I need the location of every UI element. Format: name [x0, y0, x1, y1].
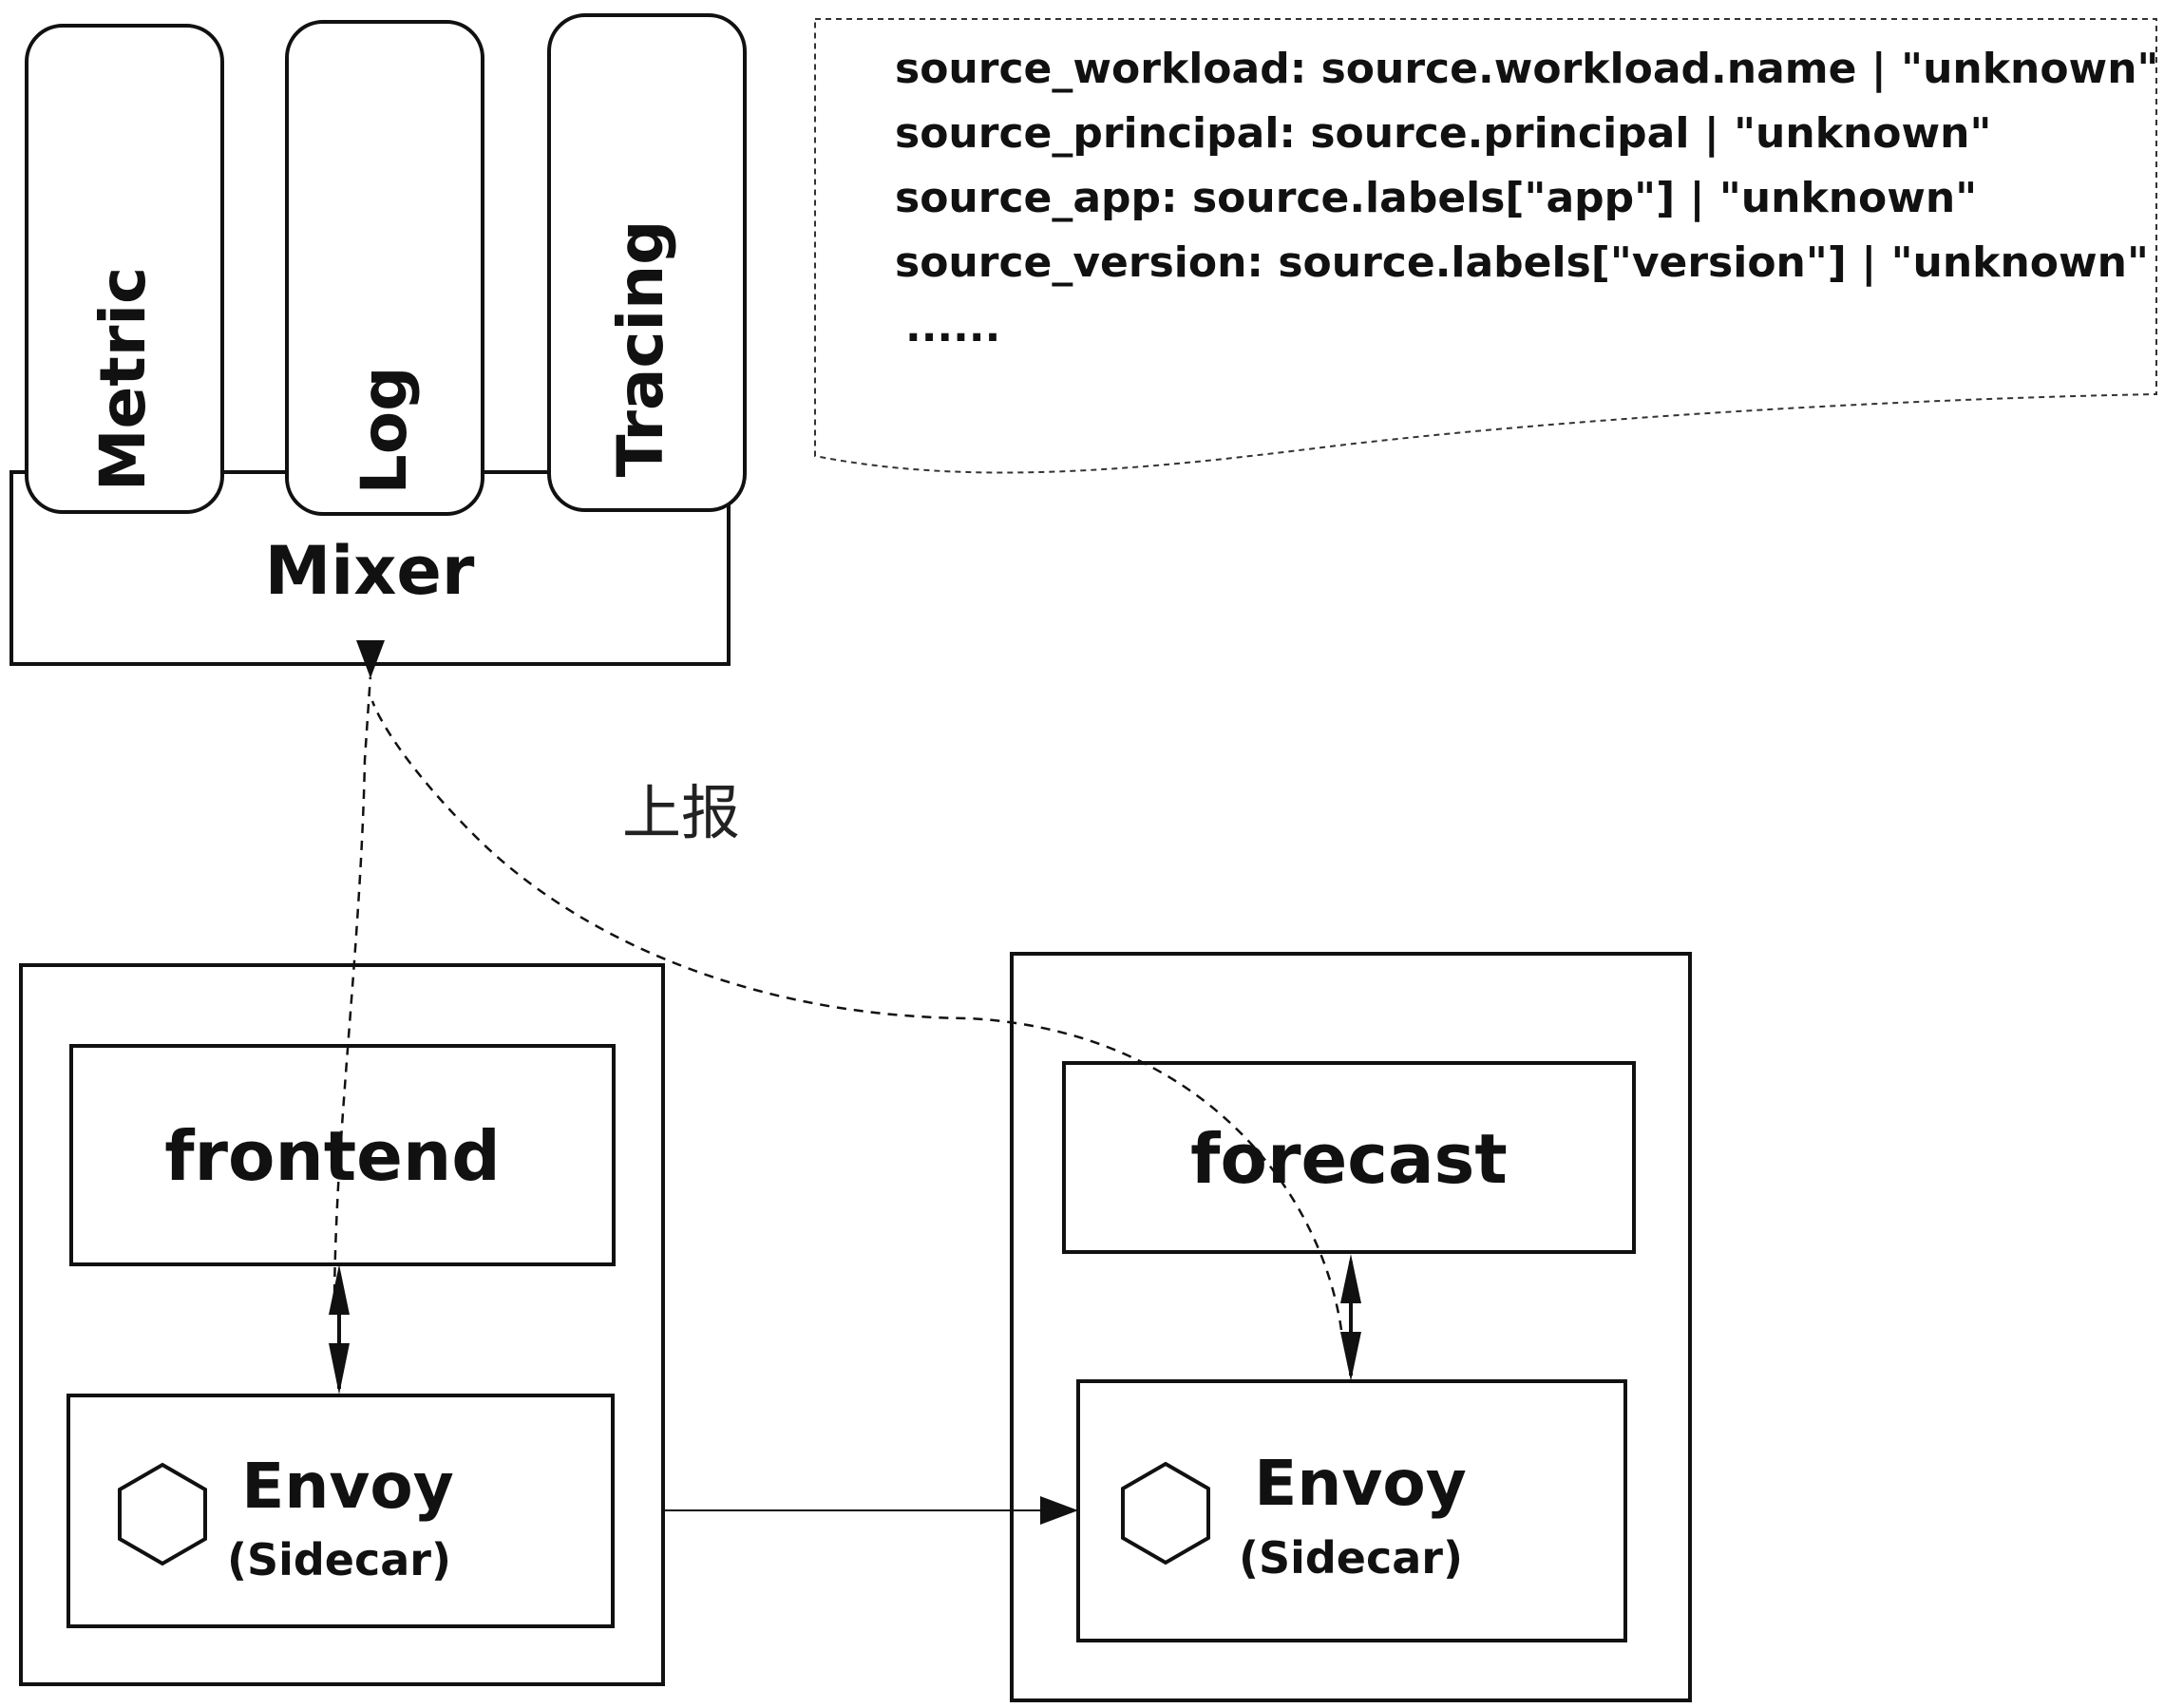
forecast-envoy-label: Envoy [1254, 1447, 1466, 1520]
adapter-tracing-label: Tracing [604, 220, 677, 478]
mixer-label: Mixer [265, 532, 475, 610]
adapter-tracing-box [547, 13, 747, 512]
adapter-log-label: Log [348, 367, 421, 495]
adapter-metric-box [25, 24, 224, 514]
adapter-tracing: Tracing [547, 13, 747, 512]
frontend-app-box [69, 1044, 616, 1266]
hexagon-icon [118, 1462, 207, 1566]
forecast-envoy-sublabel: (Sidecar) [1239, 1532, 1463, 1584]
forecast-app-label: forecast [1190, 1119, 1508, 1199]
frontend-app-label: frontend [164, 1116, 501, 1196]
note-line-2: source_principal: source.principal | "un… [895, 109, 1991, 158]
attribute-note: source_workload: source.workload.name | … [814, 18, 2158, 474]
note-line-3: source_app: source.labels["app"] | "unkn… [895, 174, 1977, 222]
hexagon-icon [1121, 1461, 1210, 1566]
pod-frontend: frontend Envoy (Sidecar) [19, 963, 665, 1686]
mixer: Mixer Metric Log Tracing [9, 13, 747, 666]
note-line-1: source_workload: source.workload.name | … [895, 45, 2158, 93]
adapter-log: Log [285, 20, 484, 516]
adapter-metric-label: Metric [86, 267, 160, 491]
adapter-log-box [285, 20, 484, 516]
arrow-down-head [329, 1343, 350, 1395]
arrow-up-head [1340, 1254, 1361, 1303]
forecast-app-box [1062, 1061, 1636, 1254]
report-label: 上报 [622, 778, 740, 847]
forecast-report-line [370, 700, 1343, 1331]
note-line-5: ...... [905, 303, 1000, 351]
frontend-envoy-sublabel: (Sidecar) [227, 1534, 451, 1585]
arrow-down-head [1340, 1332, 1361, 1381]
note-shape [814, 18, 2157, 474]
forecast-app-envoy-arrow [1340, 1254, 1361, 1381]
note-line-4: source_version: source.labels["version"]… [895, 238, 2149, 287]
adapter-metric: Metric [25, 24, 224, 514]
frontend-envoy-label: Envoy [241, 1450, 453, 1523]
